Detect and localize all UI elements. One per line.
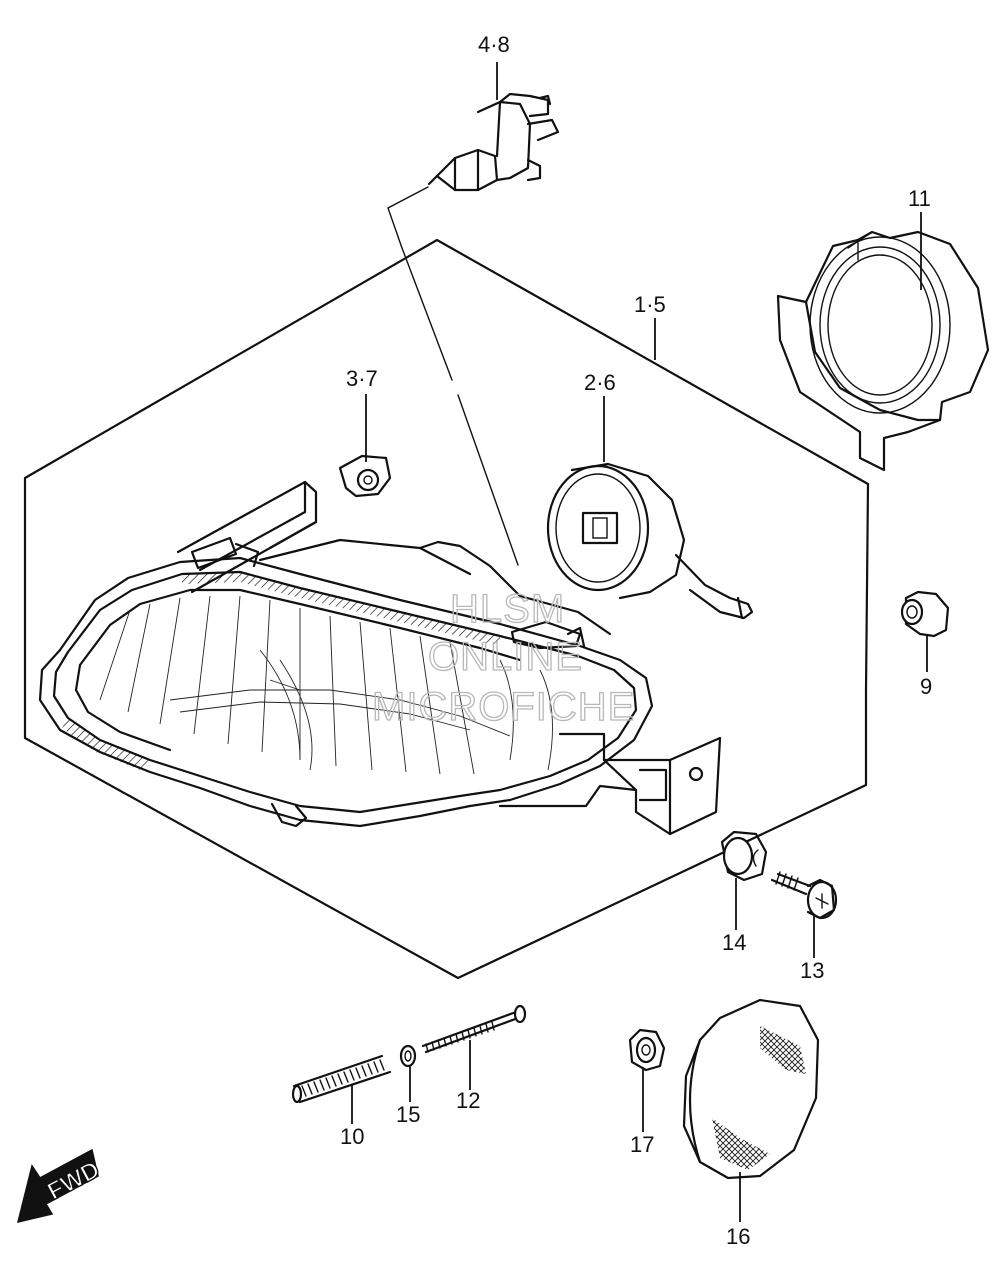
nut-part: [628, 1028, 666, 1072]
watermark-line-3: MICROFICHE: [372, 685, 635, 729]
watermark-line-1: HLSM: [450, 587, 565, 631]
callout-13: 13: [800, 958, 824, 983]
fwd-arrow-icon: FWD: [16, 1148, 105, 1224]
callout-17: 17: [630, 1132, 654, 1157]
callout-4-8: 4·8: [478, 32, 510, 57]
bulb-part: [427, 92, 560, 192]
assembly-outline: [23, 238, 870, 980]
watermark-line-2: ONLINE: [428, 635, 583, 679]
callout-14: 14: [722, 930, 746, 955]
screw-part: [770, 871, 838, 920]
collar-part: [720, 830, 768, 882]
callout-10: 10: [340, 1124, 364, 1149]
callout-1-5: 1·5: [634, 292, 666, 317]
callout-9: 9: [920, 674, 932, 699]
headlight-housing: [38, 480, 722, 836]
socket-part: [546, 462, 754, 620]
clip-nut-part: [338, 454, 392, 498]
spring-part: [291, 1054, 392, 1104]
grommet-part: [900, 590, 950, 638]
callout-3-7: 3·7: [346, 366, 378, 391]
callout-12: 12: [456, 1088, 480, 1113]
callout-11: 11: [908, 186, 931, 211]
bolt-part: [421, 1004, 527, 1054]
watermark: HLSM ONLINE MICROFICHE: [371, 586, 635, 729]
retaining-ring-part: [776, 230, 990, 472]
washer-part: [399, 1044, 417, 1068]
bulb-to-housing-line: [387, 186, 519, 566]
callout-16: 16: [726, 1224, 750, 1249]
callout-15: 15: [396, 1102, 420, 1127]
reflector-part: [682, 998, 820, 1180]
callout-2-6: 2·6: [584, 370, 616, 395]
